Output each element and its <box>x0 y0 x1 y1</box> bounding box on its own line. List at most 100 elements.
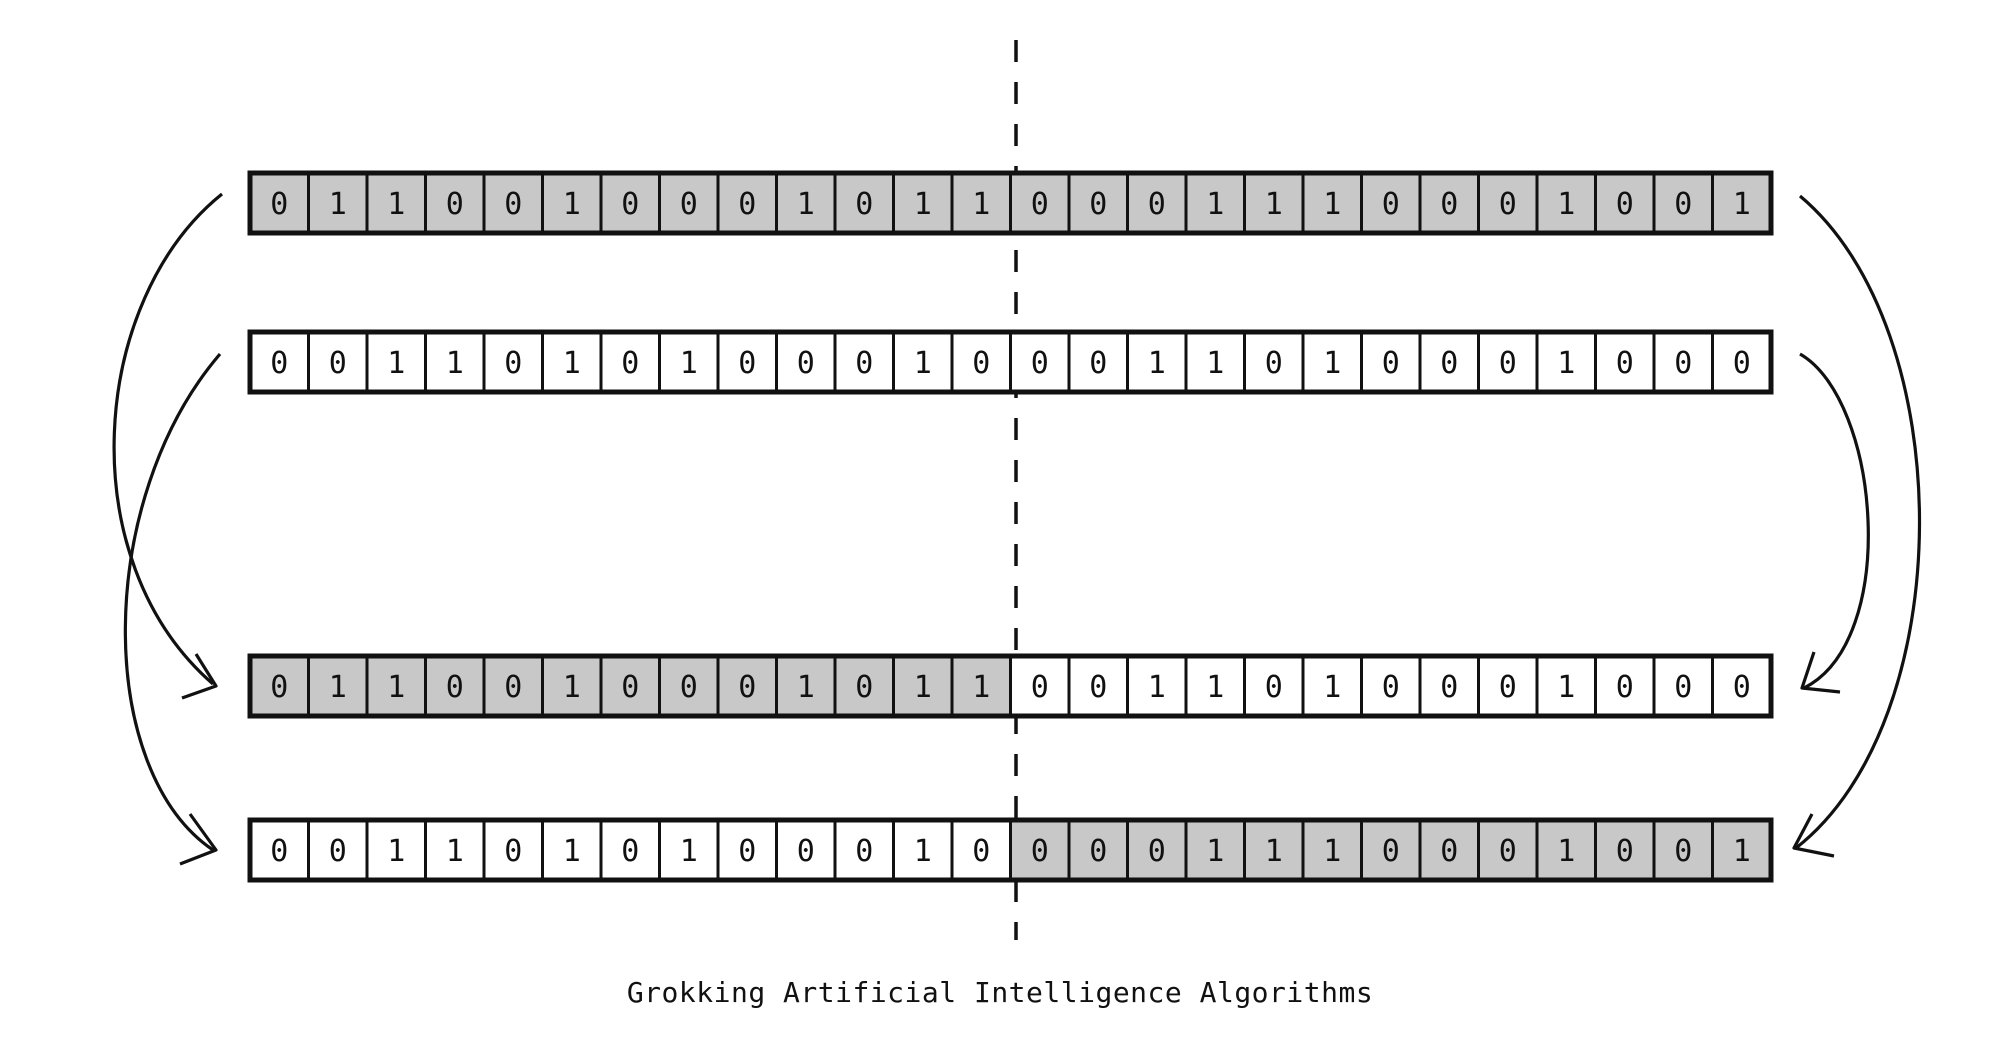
gene-cell <box>482 654 544 718</box>
gene-value: 1 <box>797 670 815 705</box>
gene-value: 1 <box>1265 187 1283 222</box>
gene-value: 0 <box>855 670 873 705</box>
gene-value: 1 <box>563 187 581 222</box>
gene-cell <box>1126 818 1188 882</box>
gene-value: 0 <box>738 834 756 869</box>
gene-value: 0 <box>1031 346 1049 381</box>
gene-cell <box>950 330 1012 394</box>
gene-cell <box>248 654 310 718</box>
gene-value: 0 <box>504 346 522 381</box>
gene-cell <box>658 654 720 718</box>
gene-value: 1 <box>1206 834 1224 869</box>
gene-value: 0 <box>1674 834 1692 869</box>
gene-value: 0 <box>1031 187 1049 222</box>
gene-cell <box>1067 818 1129 882</box>
gene-value: 0 <box>1031 670 1049 705</box>
gene-value: 0 <box>972 346 990 381</box>
gene-value: 0 <box>1089 834 1107 869</box>
gene-value: 0 <box>1733 346 1751 381</box>
gene-cell <box>1184 171 1246 235</box>
gene-cell <box>1711 818 1773 882</box>
gene-cell <box>775 654 837 718</box>
gene-value: 1 <box>1323 670 1341 705</box>
gene-value: 0 <box>680 187 698 222</box>
gene-value: 1 <box>387 670 405 705</box>
gene-value: 1 <box>914 346 932 381</box>
gene-cell <box>1243 330 1305 394</box>
gene-value: 1 <box>1557 346 1575 381</box>
gene-value: 0 <box>1499 187 1517 222</box>
gene-value: 0 <box>1382 346 1400 381</box>
gene-value: 0 <box>855 834 873 869</box>
gene-value: 0 <box>972 834 990 869</box>
gene-cell <box>1652 330 1714 394</box>
gene-cell <box>1477 330 1539 394</box>
arrow-parent-b-to-child-b <box>123 352 222 852</box>
gene-value: 1 <box>1557 187 1575 222</box>
gene-cell <box>950 818 1012 882</box>
gene-value: 1 <box>1148 346 1166 381</box>
gene-value: 1 <box>1206 346 1224 381</box>
gene-value: 1 <box>914 187 932 222</box>
caption: Grokking Artificial Intelligence Algorit… <box>626 976 1374 1009</box>
gene-value: 0 <box>1616 834 1634 869</box>
gene-value: 0 <box>504 834 522 869</box>
arrays-layer: 0 1 1 0 0 1 0 0 0 1 0 1 1 0 0 0 1 1 1 0 0 0 1 0 0 1 0 0 1 1 0 1 0 1 0 0 0 1 0 0… <box>247 170 1774 883</box>
gene-value: 1 <box>1148 670 1166 705</box>
gene-value: 0 <box>504 670 522 705</box>
gene-value: 0 <box>797 346 815 381</box>
parent-b-outline <box>247 329 1774 395</box>
gene-value: 0 <box>738 670 756 705</box>
gene-value: 1 <box>972 187 990 222</box>
gene-value: 0 <box>270 834 288 869</box>
gene-value: 1 <box>446 834 464 869</box>
gene-cell <box>1594 818 1656 882</box>
gene-value: 0 <box>446 670 464 705</box>
gene-value: 0 <box>1382 670 1400 705</box>
gene-cell <box>1301 818 1363 882</box>
gene-value: 1 <box>1206 670 1224 705</box>
gene-value: 0 <box>1674 187 1692 222</box>
gene-value: 1 <box>680 834 698 869</box>
gene-value: 0 <box>738 346 756 381</box>
gene-value: 0 <box>1440 670 1458 705</box>
gene-value: 0 <box>621 187 639 222</box>
gene-value: 1 <box>914 670 932 705</box>
gene-value: 1 <box>797 187 815 222</box>
gene-value: 0 <box>270 346 288 381</box>
gene-value: 1 <box>1557 834 1575 869</box>
gene-value: 0 <box>1382 187 1400 222</box>
gene-value: 1 <box>972 670 990 705</box>
gene-cell <box>892 818 954 882</box>
gene-value: 1 <box>446 346 464 381</box>
gene-value: 0 <box>1440 834 1458 869</box>
gene-value: 0 <box>1148 187 1166 222</box>
child-a-outline <box>247 653 1774 719</box>
gene-value: 1 <box>387 834 405 869</box>
gene-value: 0 <box>329 346 347 381</box>
gene-cell <box>1360 330 1422 394</box>
gene-value: 0 <box>1499 834 1517 869</box>
gene-value: 0 <box>621 670 639 705</box>
gene-value: 1 <box>914 834 932 869</box>
gene-cell <box>599 654 661 718</box>
gene-value: 0 <box>504 187 522 222</box>
gene-cell <box>1184 818 1246 882</box>
arrow-parent-a-to-child-b <box>1795 194 1922 850</box>
gene-value: 0 <box>1499 670 1517 705</box>
gene-cell <box>775 171 837 235</box>
gene-cell <box>716 654 778 718</box>
gene-value: 0 <box>1733 670 1751 705</box>
gene-value: 0 <box>1440 187 1458 222</box>
gene-value: 0 <box>329 834 347 869</box>
gene-value: 1 <box>1206 187 1224 222</box>
gene-value: 1 <box>563 346 581 381</box>
gene-value: 0 <box>855 187 873 222</box>
gene-value: 1 <box>1323 834 1341 869</box>
gene-value: 0 <box>1616 670 1634 705</box>
gene-value: 0 <box>1499 346 1517 381</box>
arrowhead-child-a-left <box>181 653 218 700</box>
